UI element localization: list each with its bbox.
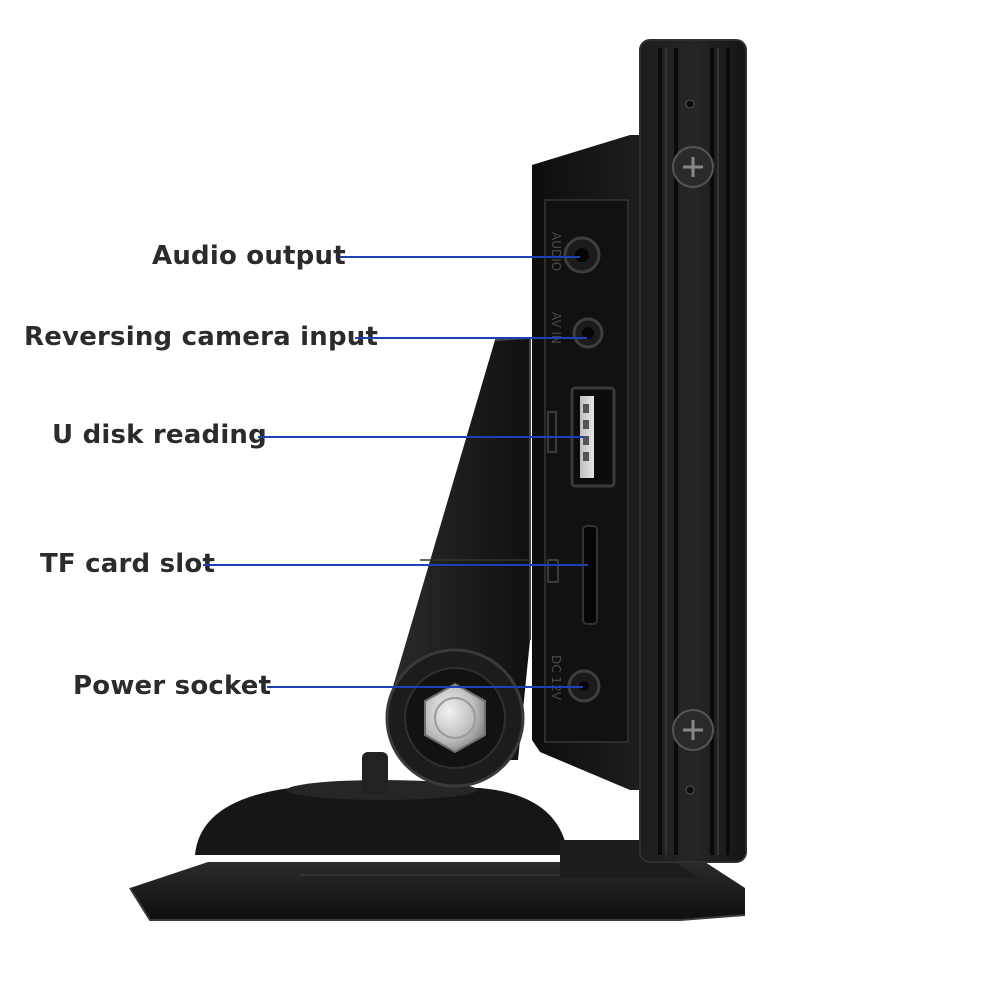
audio-output-leader bbox=[340, 256, 580, 258]
tf-card-slot-label: TF card slot bbox=[40, 549, 216, 579]
screw-top bbox=[672, 146, 714, 188]
screw-bottom bbox=[672, 709, 714, 751]
dc-marking: DC 12V bbox=[549, 655, 563, 701]
tf-symbol bbox=[547, 559, 559, 583]
audio-marking: AUDIO bbox=[549, 232, 563, 271]
power-socket-label: Power socket bbox=[73, 671, 272, 701]
power-socket-leader bbox=[267, 686, 583, 688]
suction-dome bbox=[195, 788, 568, 855]
usb-symbol bbox=[547, 411, 557, 453]
support-arm bbox=[392, 338, 530, 760]
av-marking: AV IN bbox=[549, 312, 563, 344]
u-disk-reading-label: U disk reading bbox=[52, 420, 267, 450]
reversing-camera-input-leader bbox=[355, 337, 587, 339]
hex-bolt bbox=[424, 682, 486, 754]
u-disk-reading-leader bbox=[258, 436, 584, 438]
cooling-fins bbox=[658, 48, 730, 855]
tf-card-slot-leader bbox=[203, 564, 588, 566]
audio-output-label: Audio output bbox=[152, 241, 346, 271]
tf-slot bbox=[582, 525, 598, 625]
reversing-camera-input-label: Reversing camera input bbox=[24, 322, 379, 352]
